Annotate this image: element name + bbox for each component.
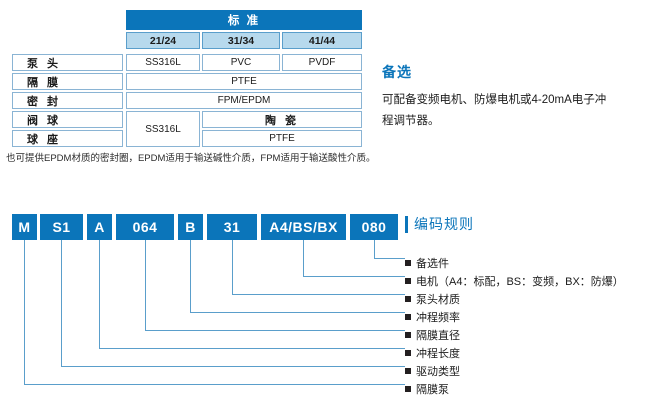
legend-item-label: 隔膜泵 bbox=[416, 384, 449, 396]
legend-item-label: 驱动类型 bbox=[416, 366, 460, 378]
table-row-label-pump-head: 泵 头 bbox=[12, 54, 123, 71]
bullet-square-icon bbox=[405, 296, 411, 302]
specification-table: 标 准 21/24 31/34 41/44 泵 头 隔 膜 密 封 阀 球 球 … bbox=[0, 0, 375, 164]
bullet-square-icon bbox=[405, 332, 411, 338]
legend-item-label: 电机（A4：标配，BS：变频，BX：防爆） bbox=[416, 276, 624, 288]
bullet-square-icon bbox=[405, 350, 411, 356]
table-subheader-41-44: 41/44 bbox=[282, 32, 362, 49]
legend-item-diaphragm-diameter: 隔膜直径 bbox=[405, 326, 659, 344]
legend-item-label: 备选件 bbox=[416, 258, 449, 270]
legend-item-label: 泵头材质 bbox=[416, 294, 460, 306]
table-cell-seal-all: FPM/EPDM bbox=[126, 92, 362, 109]
code-segment-diaphragm-pump[interactable]: M bbox=[12, 214, 37, 240]
legend-title: 编码规则 bbox=[405, 214, 659, 234]
table-row-label-diaphragm: 隔 膜 bbox=[12, 73, 123, 90]
table-subheader-21-24: 21/24 bbox=[126, 32, 200, 49]
code-segment-pumphead-material[interactable]: 31 bbox=[207, 214, 257, 240]
coding-legend: 编码规则 备选件 电机（A4：标配，BS：变频，BX：防爆） 泵头材质 冲程频率… bbox=[405, 214, 659, 396]
table-cell-pumphead-3134: PVC bbox=[202, 54, 280, 71]
legend-item-label: 冲程长度 bbox=[416, 348, 460, 360]
legend-item-stroke-length: 冲程长度 bbox=[405, 344, 659, 362]
table-main-header: 标 准 bbox=[126, 10, 362, 30]
table-cell-pumphead-4144: PVDF bbox=[282, 54, 362, 71]
legend-item-label: 隔膜直径 bbox=[416, 330, 460, 342]
code-segment-stroke-frequency[interactable]: B bbox=[178, 214, 203, 240]
options-description: 可配备变频电机、防爆电机或4-20mA电子冲程调节器。 bbox=[382, 94, 607, 128]
bullet-square-icon bbox=[405, 278, 411, 284]
code-segment-option[interactable]: 080 bbox=[350, 214, 398, 240]
code-segment-motor[interactable]: A4/BS/BX bbox=[261, 214, 346, 240]
table-row-label-valve-ball: 阀 球 bbox=[12, 111, 123, 128]
legend-item-motor: 电机（A4：标配，BS：变频，BX：防爆） bbox=[405, 272, 659, 290]
legend-item-pumphead-material: 泵头材质 bbox=[405, 290, 659, 308]
code-segment-diaphragm-diameter[interactable]: 064 bbox=[116, 214, 174, 240]
table-footnote: 也可提供EPDM材质的密封圈，EPDM适用于输送碱性介质，FPM适用于输送酸性介… bbox=[6, 153, 376, 164]
options-section: 备选 可配备变频电机、防爆电机或4-20mA电子冲程调节器。 bbox=[382, 62, 647, 133]
legend-item-label: 冲程频率 bbox=[416, 312, 460, 324]
legend-item-option: 备选件 bbox=[405, 254, 659, 272]
options-title: 备选 bbox=[382, 64, 412, 80]
legend-item-drive-type: 驱动类型 bbox=[405, 362, 659, 380]
code-segment-stroke-length[interactable]: A bbox=[87, 214, 112, 240]
bullet-square-icon bbox=[405, 260, 411, 266]
table-subheader-31-34: 31/34 bbox=[202, 32, 280, 49]
code-segment-drive-type[interactable]: S1 bbox=[40, 214, 83, 240]
table-cell-diaphragm-all: PTFE bbox=[126, 73, 362, 90]
bullet-square-icon bbox=[405, 386, 411, 392]
table-row-label-seal: 密 封 bbox=[12, 92, 123, 109]
table-cell-valveball-2124: SS316L bbox=[126, 111, 200, 147]
legend-item-diaphragm-pump: 隔膜泵 bbox=[405, 380, 659, 398]
bullet-square-icon bbox=[405, 368, 411, 374]
legend-item-stroke-frequency: 冲程频率 bbox=[405, 308, 659, 326]
table-cell-valveball-ceramic: 陶 瓷 bbox=[202, 111, 362, 128]
table-cell-pumphead-2124: SS316L bbox=[126, 54, 200, 71]
bullet-square-icon bbox=[405, 314, 411, 320]
table-cell-ballseat-ptfe: PTFE bbox=[202, 130, 362, 147]
table-row-label-ball-seat: 球 座 bbox=[12, 130, 123, 147]
